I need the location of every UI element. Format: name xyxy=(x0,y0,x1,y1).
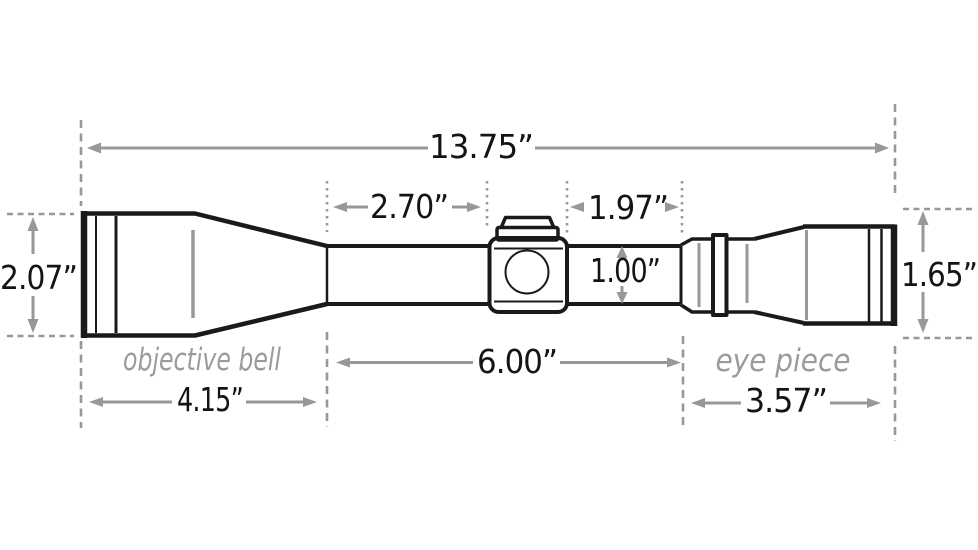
turret xyxy=(487,215,569,314)
arrowhead-left-icon xyxy=(333,202,347,212)
power-ring xyxy=(711,233,729,317)
arrowhead-left-icon xyxy=(89,397,103,407)
dim-eyepiece-diameter xyxy=(917,211,929,333)
dim-eyepiece-length xyxy=(691,398,881,408)
eyepiece-taper-bottom xyxy=(753,310,805,325)
arrowhead-right-icon xyxy=(867,398,881,408)
dim-overall-length xyxy=(87,142,889,154)
arrowhead-up-icon xyxy=(917,211,929,225)
arrowhead-right-icon xyxy=(303,397,317,407)
scope-outline xyxy=(80,211,898,338)
dim-turret-to-eyepiece xyxy=(570,202,679,212)
arrowhead-right-icon xyxy=(467,202,481,212)
dim-eyepiece-length-text: 3.57” xyxy=(745,381,827,420)
arrowhead-left-icon xyxy=(87,142,101,154)
eyepiece-step-bottom xyxy=(680,303,713,314)
dim-overall-length-text: 13.75” xyxy=(429,127,533,166)
dimension-arrows xyxy=(27,142,929,408)
dim-objective-to-turret xyxy=(333,202,481,212)
arrowhead-down-icon xyxy=(917,319,929,333)
arrowhead-left-icon xyxy=(570,202,584,212)
part-labels: objective bell eye piece xyxy=(123,342,851,379)
dim-bell-length-text: 4.15” xyxy=(177,380,243,419)
eye-piece-label: eye piece xyxy=(716,343,851,379)
dim-eyepiece-diameter-text: 1.65” xyxy=(901,255,977,294)
eyepiece-taper-top xyxy=(753,225,805,241)
dim-bell-length xyxy=(89,397,317,407)
main-tube xyxy=(327,244,683,306)
dim-tube-diameter xyxy=(616,246,628,304)
dim-objective-to-turret-text: 2.70” xyxy=(370,187,448,226)
dim-objective-diameter-text: 2.07” xyxy=(0,258,77,297)
turret-cap-top xyxy=(499,215,556,229)
arrowhead-left-icon xyxy=(691,398,705,408)
dim-turret-to-eyepiece-text: 1.97” xyxy=(588,188,668,227)
arrowhead-left-icon xyxy=(336,357,350,368)
turret-adjustment-dial xyxy=(504,249,550,295)
turret-body xyxy=(487,236,569,314)
arrowhead-right-icon xyxy=(665,202,679,212)
arrowhead-right-icon xyxy=(875,142,889,154)
arrowhead-down-icon xyxy=(616,292,628,304)
bell-top-edge xyxy=(83,211,328,249)
objective-bell-label: objective bell xyxy=(123,342,281,378)
bell-bottom-edge xyxy=(83,301,328,338)
dim-center-tube-length xyxy=(336,357,681,368)
arrowhead-down-icon xyxy=(27,319,39,333)
dim-center-tube-length-text: 6.00” xyxy=(477,342,557,381)
arrowhead-right-icon xyxy=(667,357,681,368)
dim-objective-diameter xyxy=(27,217,39,333)
eyepiece-step-top xyxy=(680,237,713,247)
eyepiece-assembly xyxy=(680,224,898,326)
extension-lines xyxy=(7,104,976,441)
arrowhead-up-icon xyxy=(27,217,39,231)
dim-tube-diameter-text: 1.00” xyxy=(590,251,660,290)
dimension-texts: 13.75” 2.70” 1.97” 1.00” 2.07” 1.65” 6.0… xyxy=(0,127,978,420)
objective-bell xyxy=(80,211,329,338)
